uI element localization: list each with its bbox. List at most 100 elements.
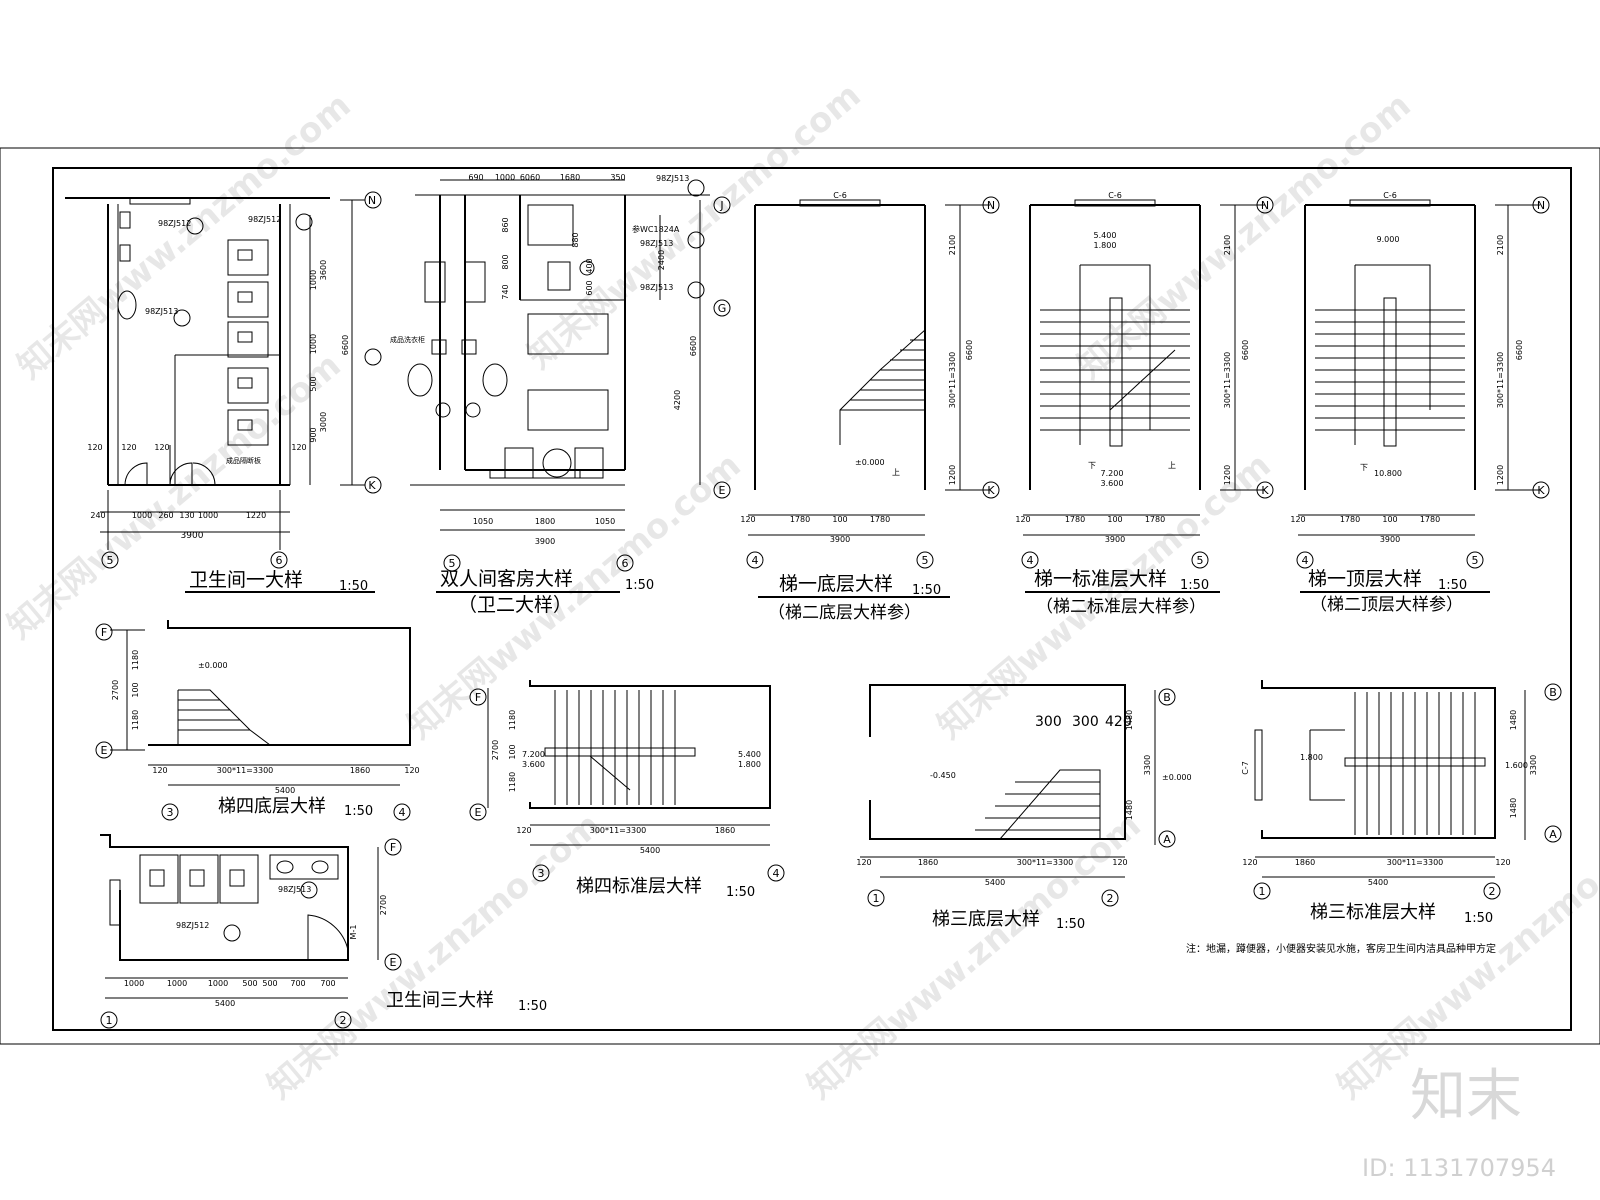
title-room-2: （卫二大样） bbox=[458, 594, 572, 616]
grid-K-3: K bbox=[1261, 484, 1269, 497]
dim-5400-s3b: 5400 bbox=[985, 878, 1005, 887]
dim-100-b: 100 bbox=[1107, 515, 1122, 524]
grid-K-2: K bbox=[987, 484, 995, 497]
dim-5400-s3s: 5400 bbox=[1368, 878, 1388, 887]
ref-98zj512-wc3: 98ZJ512 bbox=[176, 921, 209, 930]
level-7200-s1std: 7.200 bbox=[1101, 469, 1124, 478]
dim-2700-wc3: 2700 bbox=[379, 895, 388, 915]
c7-label: C-7 bbox=[1241, 761, 1250, 775]
level-s3-bottom-0: ±0.000 bbox=[1162, 773, 1192, 782]
dim-1480-s3b-a: 1480 bbox=[1125, 710, 1134, 730]
dim-1780-a: 1780 bbox=[790, 515, 810, 524]
steps-s1top: 300*11=3300 bbox=[1496, 352, 1505, 409]
scale-s3-std: 1:50 bbox=[1464, 911, 1493, 926]
grid-6-a: 6 bbox=[276, 554, 283, 567]
level-1800-s3s: 1.800 bbox=[1300, 753, 1323, 762]
level-5400-s4s: 5.400 bbox=[738, 750, 761, 759]
stair4-std-plan bbox=[469, 680, 785, 882]
title-s4-std: 梯四标准层大样 bbox=[576, 876, 702, 897]
title-room-1: 双人间客房大样 bbox=[440, 568, 573, 590]
grid-K-4: K bbox=[1537, 484, 1545, 497]
dim-3600-wc1: 3600 bbox=[319, 260, 328, 280]
grid-F-2: F bbox=[475, 691, 481, 704]
dim-120-a: 120 bbox=[87, 443, 102, 452]
grid-1-c: 1 bbox=[106, 1014, 113, 1027]
grid-1-a: 1 bbox=[873, 892, 880, 905]
dim-1180-s4b-a: 1180 bbox=[131, 650, 140, 670]
title-s1-bottom: 梯一底层大样 bbox=[779, 573, 893, 595]
sub-s1-bottom: （梯二底层大样参） bbox=[768, 603, 921, 623]
dim-2700-s4b: 2700 bbox=[111, 680, 120, 700]
dim-500-wc3-a: 500 bbox=[242, 979, 257, 988]
grid-4-a: 4 bbox=[752, 554, 759, 567]
level-1600-s3s: 1.600 bbox=[1505, 761, 1528, 770]
dim-120-s3b-a: 120 bbox=[856, 858, 871, 867]
scale-s1-top: 1:50 bbox=[1438, 578, 1467, 593]
level-9000: 9.000 bbox=[1377, 235, 1400, 244]
dim-1180-s4b-b: 1180 bbox=[131, 710, 140, 730]
scale-wc1: 1:50 bbox=[339, 579, 368, 594]
watermark-text-1: 知末网www.znzmo.com bbox=[10, 85, 359, 387]
grid-F-1: F bbox=[101, 626, 107, 639]
scale-s4-bottom: 1:50 bbox=[344, 804, 373, 819]
dim-690: 690 bbox=[468, 173, 483, 182]
scale-s3-bottom: 1:50 bbox=[1056, 917, 1085, 932]
c6-s1-top: C-6 bbox=[1383, 191, 1397, 200]
ref-98zj513-wc1: 98ZJ513 bbox=[145, 307, 178, 316]
dim-120-s4b-b: 120 bbox=[404, 766, 419, 775]
dim-3900-s1std: 3900 bbox=[1105, 535, 1125, 544]
dim-5400-s4s: 5400 bbox=[640, 846, 660, 855]
dim-300-b: 300 bbox=[1072, 714, 1099, 730]
grid-5-e: 5 bbox=[1472, 554, 1479, 567]
dim-500-wc1: 500 bbox=[309, 376, 318, 391]
dim-500-wc3-b: 500 bbox=[262, 979, 277, 988]
dim-2400-room: 2400 bbox=[657, 250, 666, 270]
grid-K-1: K bbox=[368, 479, 376, 492]
steps-s3-std: 300*11=3300 bbox=[1387, 858, 1444, 867]
dim-1000-wc3-b: 1000 bbox=[167, 979, 187, 988]
dim-120-s3s-a: 120 bbox=[1242, 858, 1257, 867]
scale-s1-bottom: 1:50 bbox=[912, 583, 941, 598]
grid-N-4: N bbox=[1537, 199, 1545, 212]
dim-1000-room: 1000 bbox=[495, 173, 515, 182]
stair4-bottom-plan bbox=[95, 620, 411, 821]
dim-1860-s3b: 1860 bbox=[918, 858, 938, 867]
dim-6600-s1top: 6600 bbox=[1515, 340, 1524, 360]
ref-98zj513-wc3: 98ZJ513 bbox=[278, 885, 311, 894]
grid-A-2: A bbox=[1549, 828, 1557, 841]
dim-2100-s1top: 2100 bbox=[1496, 235, 1505, 255]
grid-1-b: 1 bbox=[1259, 885, 1266, 898]
dim-1860-s4s: 1860 bbox=[715, 826, 735, 835]
grid-F-3: F bbox=[390, 841, 396, 854]
door-m1: M-1 bbox=[349, 925, 358, 940]
grid-2-a: 2 bbox=[1107, 892, 1114, 905]
dim-740: 740 bbox=[501, 284, 510, 299]
level-s1-bottom: ±0.000 bbox=[855, 458, 885, 467]
title-s4-bottom: 梯四底层大样 bbox=[218, 796, 326, 817]
ref-98zj513-room-a: 98ZJ513 bbox=[640, 239, 673, 248]
grid-B-2: B bbox=[1549, 686, 1557, 699]
stair3-std-plan bbox=[1253, 680, 1562, 900]
watermark-text-7: 知末网www.znzmo.com bbox=[260, 805, 609, 1107]
grid-E-room: E bbox=[719, 484, 726, 497]
dim-1480-s3b-b: 1480 bbox=[1125, 800, 1134, 820]
scale-wc3: 1:50 bbox=[518, 999, 547, 1014]
grid-N-3: N bbox=[1261, 199, 1269, 212]
dim-120-c: 120 bbox=[154, 443, 169, 452]
level-7200-s4s: 7.200 bbox=[522, 750, 545, 759]
sheet-inner-frame bbox=[52, 167, 1572, 1031]
title-s1-top: 梯一顶层大样 bbox=[1308, 568, 1422, 590]
dim-4200-room: 4200 bbox=[673, 390, 682, 410]
dim-1050-b: 1050 bbox=[595, 517, 615, 526]
dim-1860-s4b: 1860 bbox=[350, 766, 370, 775]
steps-s4-bottom: 300*11=3300 bbox=[217, 766, 274, 775]
dim-120-s4s: 120 bbox=[516, 826, 531, 835]
level-neg450: -0.450 bbox=[930, 771, 956, 780]
dim-1780-d: 1780 bbox=[1145, 515, 1165, 524]
title-s3-bottom: 梯三底层大样 bbox=[932, 909, 1040, 930]
grid-3-a: 3 bbox=[167, 806, 174, 819]
grid-N-2: N bbox=[987, 199, 995, 212]
dim-1000-wc1-a: 1000 bbox=[309, 270, 318, 290]
wc1-plan bbox=[65, 191, 382, 569]
dim-1000-wc3-a: 1000 bbox=[124, 979, 144, 988]
